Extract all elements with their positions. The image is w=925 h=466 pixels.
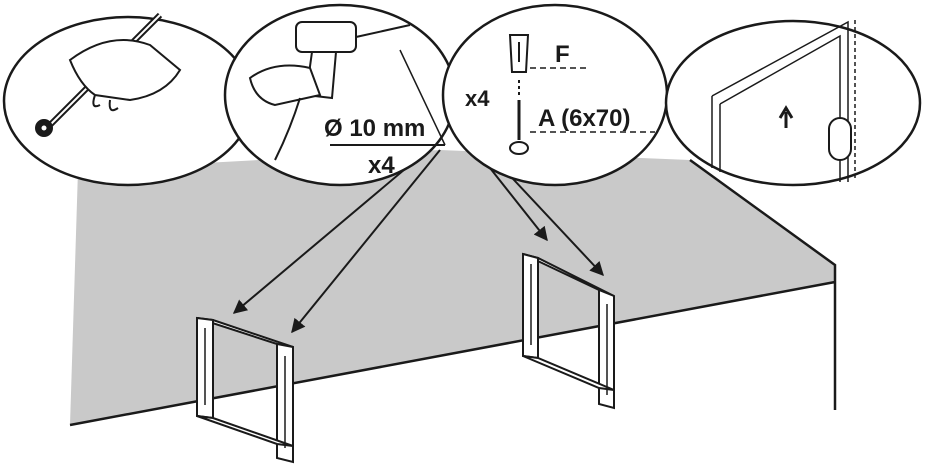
arrow-to-left-bracket-bottom [291, 149, 441, 334]
step-hang-panel [664, 19, 922, 187]
arrow-to-left-bracket-top [232, 147, 431, 314]
arrow-to-right-bracket-top [489, 167, 548, 242]
plug-label: F [555, 41, 570, 68]
drill-icon [248, 21, 411, 161]
drill-diameter-label: Ø 10 mm [324, 115, 425, 142]
step-mark-panel [2, 12, 254, 187]
screw-label: A (6x70) [538, 105, 630, 132]
drill-spec-guide [399, 49, 446, 146]
fix-qty-label: x4 [465, 86, 490, 111]
hang-frame-icon [711, 20, 856, 182]
plug-screw-icon [508, 34, 530, 155]
step-drill-panel: Ø 10 mm x4 [223, 3, 457, 187]
placement-arrows [232, 147, 604, 334]
hand-pencil-icon [35, 12, 182, 137]
wall-bracket-icon [522, 252, 615, 410]
arrow-to-right-bracket-bottom [499, 164, 604, 277]
step-fix-panel: x4 F A (6x70) [441, 3, 669, 187]
wall-surface [70, 150, 835, 425]
drill-qty-label: x4 [368, 152, 395, 179]
wall-bracket-icon [196, 316, 294, 464]
